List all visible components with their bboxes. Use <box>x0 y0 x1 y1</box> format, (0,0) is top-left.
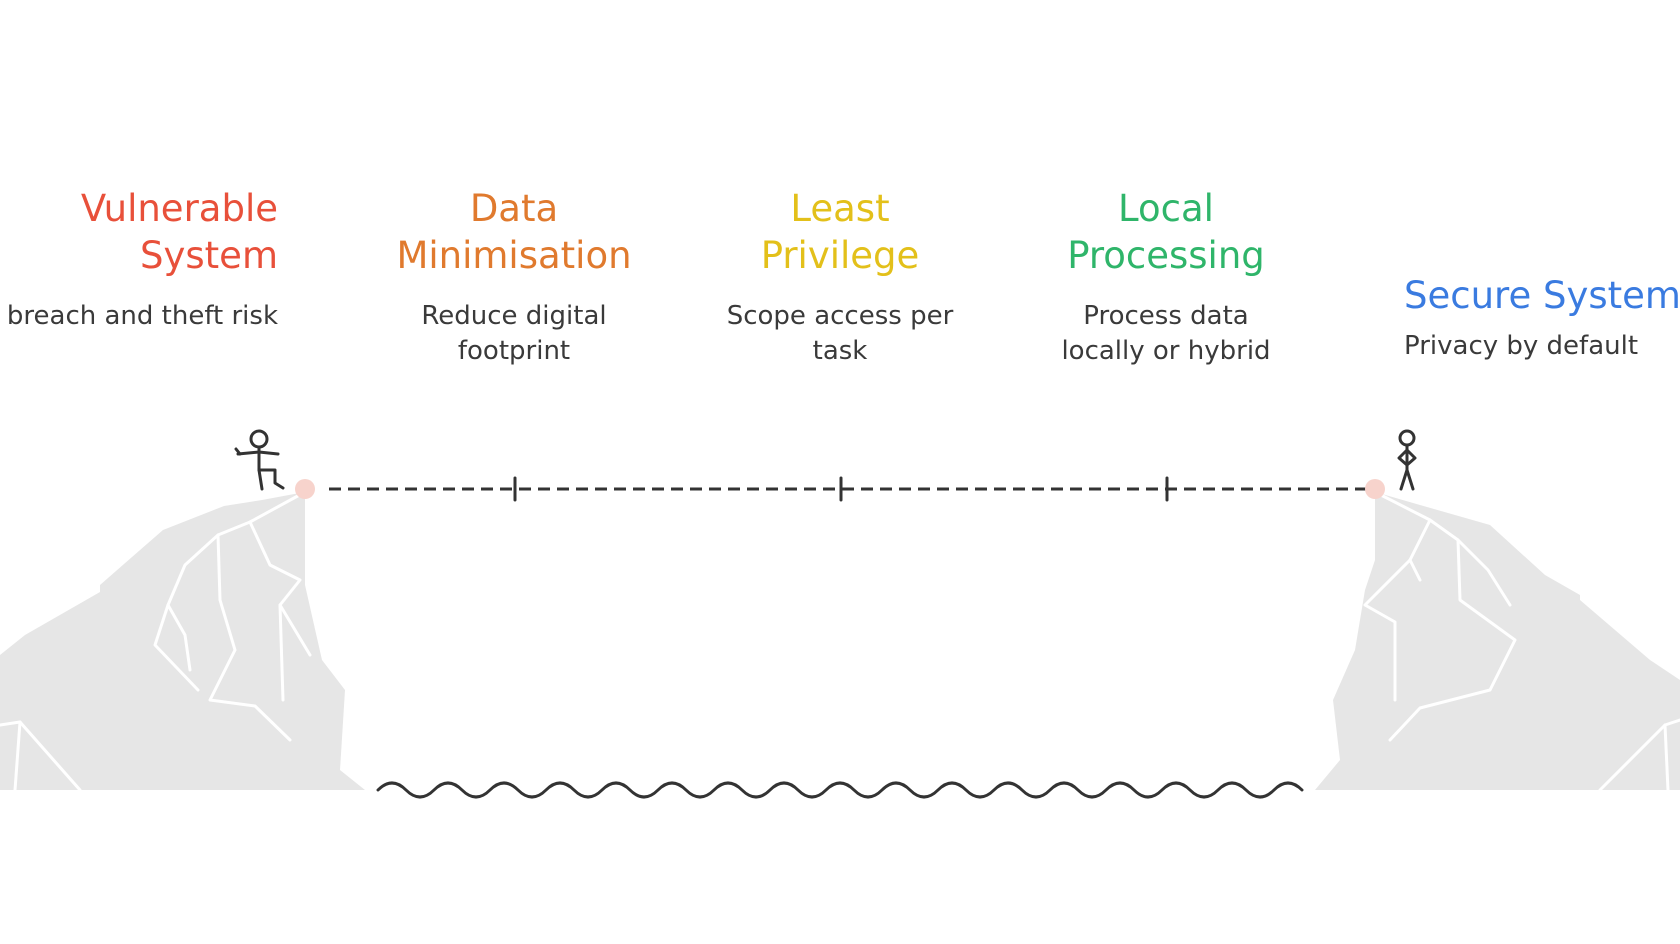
stage-title: Data Minimisation <box>396 187 632 277</box>
bridge-start-point <box>295 479 315 499</box>
stage-description: Process data locally or hybrid <box>1061 301 1271 366</box>
stick-figure-stepping-icon <box>234 429 285 491</box>
right-cliff <box>1315 490 1680 792</box>
stick-figure-standing-icon <box>1397 429 1417 491</box>
stage-description: Reduce digital footprint <box>421 301 607 366</box>
left-cliff-cracks <box>0 490 312 792</box>
stage-title: Vulnerable System <box>80 187 278 277</box>
stage-description: Scope access per task <box>726 301 954 366</box>
stage-data-minimisation: Data Minimisation Reduce digital footpri… <box>364 185 664 369</box>
stage-description: Data breach and theft risk <box>0 301 278 331</box>
right-cliff-cracks <box>1363 490 1680 792</box>
bridge-end-point <box>1365 479 1385 499</box>
stage-title: Least Privilege <box>760 187 920 277</box>
stage-local-processing: Local Processing Process data locally or… <box>1016 185 1316 369</box>
water-line <box>376 781 1304 799</box>
stage-vulnerable-system: Vulnerable System Data breach and theft … <box>0 185 278 334</box>
stage-description: Privacy by default <box>1404 331 1639 361</box>
stage-least-privilege: Least Privilege Scope access per task <box>690 185 990 369</box>
left-cliff <box>0 490 365 792</box>
stage-title: Local Processing <box>1067 187 1265 277</box>
right-cliff-shape <box>1315 492 1680 790</box>
stage-title: Secure System <box>1404 274 1680 317</box>
left-cliff-shape <box>0 492 365 790</box>
stage-secure-system: Secure System Privacy by default <box>1404 272 1680 364</box>
